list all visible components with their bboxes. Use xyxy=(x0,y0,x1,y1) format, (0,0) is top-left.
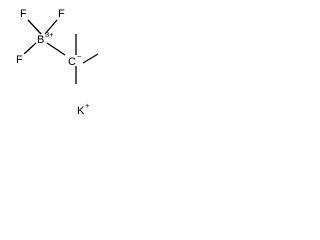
bond-b-c xyxy=(46,42,66,56)
carbon-label: C xyxy=(68,56,76,68)
boron-label: B xyxy=(37,34,44,46)
carbon-charge: − xyxy=(77,52,82,61)
bond-b-f-top-left xyxy=(27,19,42,35)
boron-charge: 3+ xyxy=(45,30,54,39)
potassium-label: K xyxy=(77,105,85,117)
fluorine-top-right-label: F xyxy=(58,8,65,20)
bond-c-methyl-right xyxy=(82,53,99,64)
bond-b-f-top-right xyxy=(44,19,58,35)
bond-b-f-left xyxy=(23,42,37,55)
fluorine-left-label: F xyxy=(16,54,23,66)
fluorine-top-left-label: F xyxy=(20,8,27,20)
chemical-structure: F F F B 3+ C − K + xyxy=(16,8,99,117)
potassium-charge: + xyxy=(85,101,90,110)
